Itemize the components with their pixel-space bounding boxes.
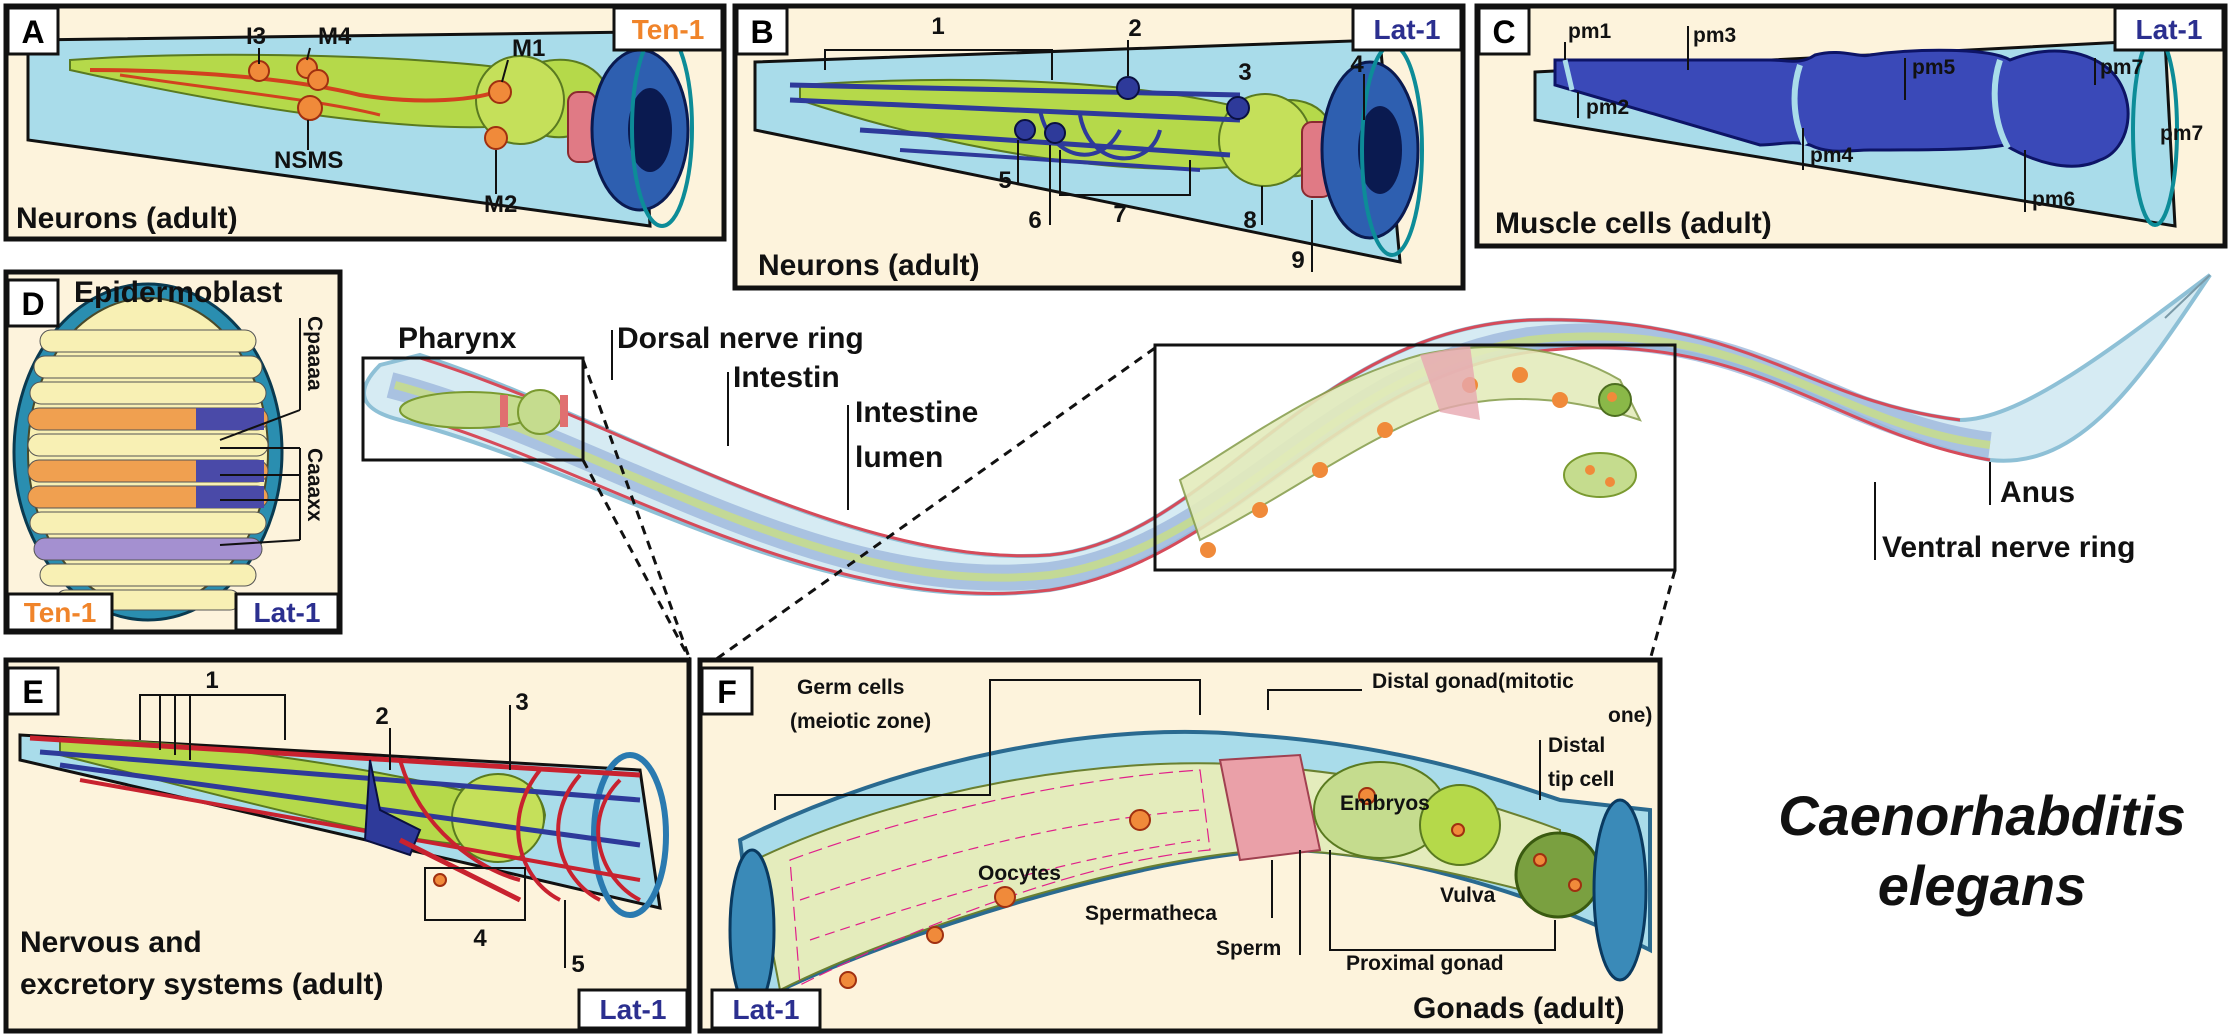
panel-f-label-proximal: Proximal gonad xyxy=(1346,952,1504,975)
panel-b-number-3: 3 xyxy=(1238,59,1251,86)
species-name-line2: elegans xyxy=(1878,854,2087,917)
panel-e-caption-line1: Nervous and xyxy=(20,926,202,959)
worm-body xyxy=(362,273,2212,596)
panel-c-label-pm3: pm3 xyxy=(1693,24,1736,47)
panel-a-label-m2: M2 xyxy=(484,191,517,218)
panel-f-tag: Lat-1 xyxy=(733,994,800,1025)
panel-f-label-distal-2: one) xyxy=(1608,704,1652,727)
panel-b-number-2: 2 xyxy=(1128,15,1141,42)
panel-d-label-caaaxx: Caaaxx xyxy=(303,448,326,522)
panel-a: A Ten-1 I3 M4 M1 NSMS M2 Neurons (adult) xyxy=(3,3,727,242)
panel-f-caption: Gonads (adult) xyxy=(1413,992,1625,1025)
panel-b: B Lat-1 1 2 3 4 5 6 7 8 9 Neurons (adult… xyxy=(732,3,1466,291)
panel-f-label-oocytes: Oocytes xyxy=(978,862,1061,885)
pharynx-label: Pharynx xyxy=(398,322,517,355)
species-name-line1: Caenorhabditis xyxy=(1778,784,2186,847)
panel-b-number-9: 9 xyxy=(1291,247,1304,274)
intestin-label: Intestin xyxy=(733,361,840,394)
panel-a-label-i3: I3 xyxy=(246,23,266,50)
panel-c-label-pm7-right: pm7 xyxy=(2160,122,2203,145)
panel-d-label-cpaaaa: Cpaaaa xyxy=(303,316,326,391)
panel-f-label-germ-1: Germ cells xyxy=(797,676,904,699)
panel-e-number-1: 1 xyxy=(205,667,218,694)
panel-e-number-5: 5 xyxy=(571,951,584,978)
pharynx-zoom-box xyxy=(361,356,585,462)
panel-f-label-spermatheca: Spermatheca xyxy=(1085,902,1217,925)
panel-b-number-6: 6 xyxy=(1028,207,1041,234)
panel-e-number-4: 4 xyxy=(473,925,487,952)
panel-e-caption-line2: excretory systems (adult) xyxy=(20,968,384,1001)
panel-b-tag: Lat-1 xyxy=(1374,14,1441,45)
panel-b-number-4: 4 xyxy=(1350,51,1364,78)
panel-c-label-pm2: pm2 xyxy=(1586,96,1629,119)
ventral-nerve-ring-label: Ventral nerve ring xyxy=(1882,531,2135,564)
panel-c-tag: Lat-1 xyxy=(2136,14,2203,45)
panel-a-label-m4: M4 xyxy=(318,23,352,50)
panel-f-label-tip-1: Distal xyxy=(1548,734,1605,757)
panel-d-tag-left: Ten-1 xyxy=(24,597,97,628)
panel-b-number-1: 1 xyxy=(931,13,944,40)
panel-f-letter: F xyxy=(717,674,737,710)
panel-a-label-m1: M1 xyxy=(512,35,545,62)
panel-a-tag: Ten-1 xyxy=(632,14,705,45)
panel-d: D Epidermoblast Cpaaaa Caaaxx Ten-1 Lat-… xyxy=(3,269,343,635)
anus-label: Anus xyxy=(2000,476,2075,509)
panel-f-label-tip-2: tip cell xyxy=(1548,768,1615,791)
panel-b-number-5: 5 xyxy=(998,167,1011,194)
gonad-zoom-box xyxy=(1153,343,1677,572)
dorsal-nerve-ring-label: Dorsal nerve ring xyxy=(617,322,864,355)
panel-d-title: Epidermoblast xyxy=(74,276,282,309)
panel-e-letter: E xyxy=(22,674,43,710)
panel-c-label-pm1: pm1 xyxy=(1568,20,1612,43)
panel-f: F Lat-1 Germ cells (meiotic zone) Distal… xyxy=(697,657,1663,1034)
panel-f-label-distal-1: Distal gonad(mitotic xyxy=(1372,670,1574,693)
panel-c-label-pm6: pm6 xyxy=(2032,188,2075,211)
panel-f-label-vulva: Vulva xyxy=(1440,884,1496,907)
panel-e-tag: Lat-1 xyxy=(600,994,667,1025)
intestine-lumen-label-2: lumen xyxy=(855,441,943,474)
panel-b-caption: Neurons (adult) xyxy=(758,249,980,282)
panel-c-label-pm4: pm4 xyxy=(1810,144,1854,167)
panel-e-number-3: 3 xyxy=(515,689,528,716)
panel-d-tag-right: Lat-1 xyxy=(254,597,321,628)
panel-f-label-germ-2: (meiotic zone) xyxy=(790,710,931,733)
panel-b-letter: B xyxy=(750,14,773,50)
panel-f-label-embryos: Embryos xyxy=(1340,792,1430,815)
panel-a-label-nsms: NSMS xyxy=(274,147,343,174)
panel-b-number-8: 8 xyxy=(1243,207,1256,234)
panel-a-letter: A xyxy=(21,14,44,50)
panel-c: C Lat-1 pm1 pm2 pm3 pm4 pm5 pm6 pm7 pm7 … xyxy=(1474,3,2228,249)
panel-b-number-7: 7 xyxy=(1113,201,1126,228)
panel-c-caption: Muscle cells (adult) xyxy=(1495,207,1772,240)
panel-c-letter: C xyxy=(1492,14,1515,50)
panel-e-number-2: 2 xyxy=(375,703,388,730)
panel-e: E Lat-1 1 2 3 4 5 Nervous and excretory … xyxy=(3,657,692,1034)
panel-c-label-pm5: pm5 xyxy=(1912,56,1956,79)
panel-d-letter: D xyxy=(21,286,44,322)
panel-f-label-sperm: Sperm xyxy=(1216,937,1281,960)
intestine-lumen-label-1: Intestine xyxy=(855,396,978,429)
worm-labels: Pharynx Dorsal nerve ring Intestin Intes… xyxy=(398,322,2135,564)
panel-c-label-pm7-top: pm7 xyxy=(2100,56,2143,79)
panel-a-caption: Neurons (adult) xyxy=(16,202,238,235)
